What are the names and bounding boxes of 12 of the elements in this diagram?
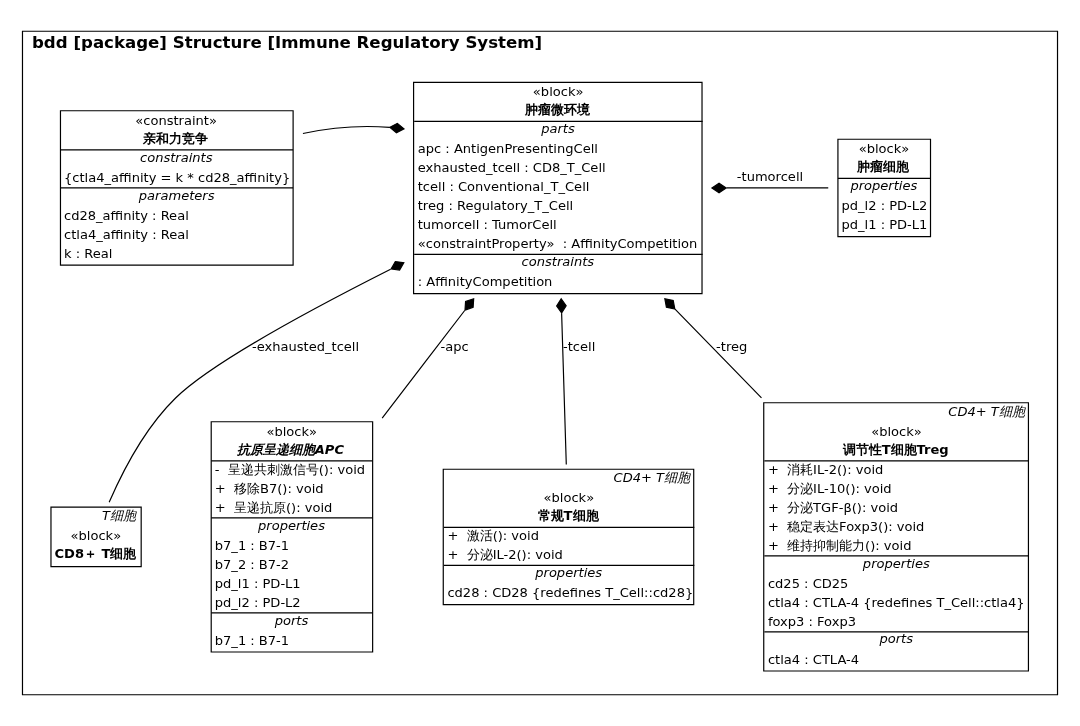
connector <box>381 297 475 419</box>
edge-label: -exhausted_tcell <box>252 339 360 355</box>
edge-label: -apc <box>440 339 469 355</box>
connector <box>710 182 829 194</box>
edge-label: -tumorcell <box>736 168 804 184</box>
connector <box>555 297 567 465</box>
connector <box>108 260 405 503</box>
edge-label: -tcell <box>563 339 596 355</box>
connector <box>664 298 763 399</box>
node-box: T细胞 «block» CD8＋ T细胞 <box>50 506 142 568</box>
connector <box>302 122 406 135</box>
edge-label: -treg <box>716 339 748 355</box>
